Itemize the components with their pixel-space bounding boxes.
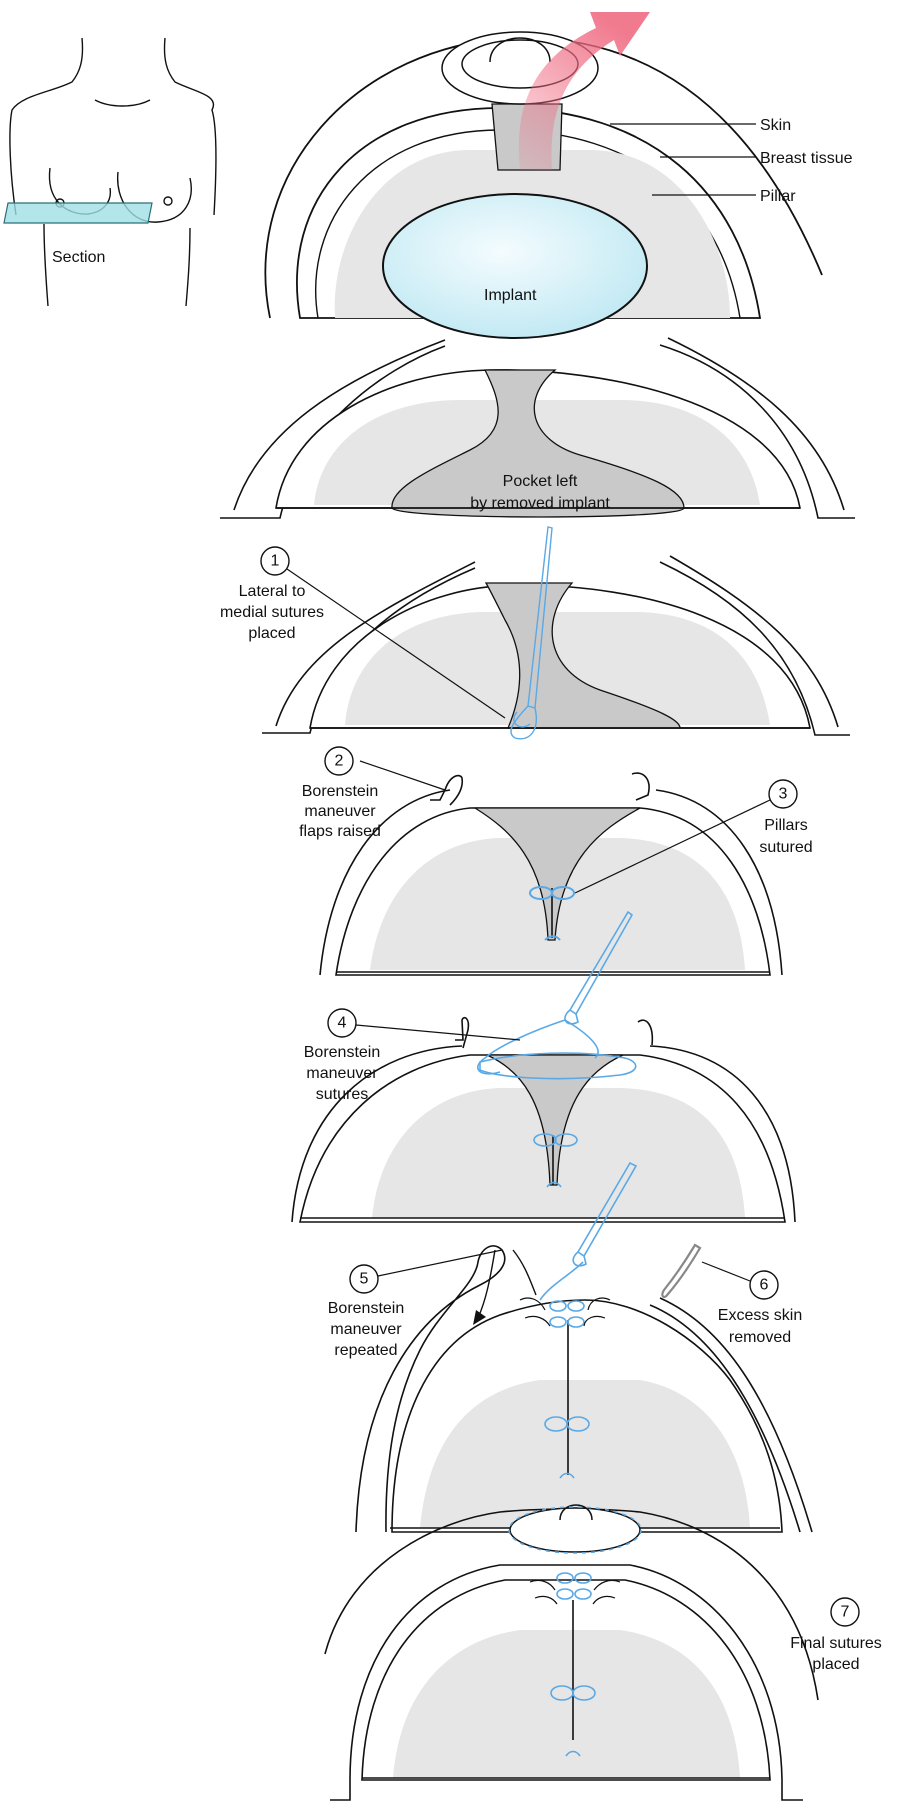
step-2-label-line3: flaps raised — [299, 823, 381, 840]
step-4-number: 4 — [338, 1015, 347, 1032]
label-breast-tissue: Breast tissue — [760, 150, 853, 167]
step-6-badge — [749, 1270, 779, 1300]
panel-step-1: 1 Lateral to medial sutures placed — [220, 526, 850, 740]
step-4-label-line3: sutures — [316, 1086, 368, 1103]
pocket-pillar — [391, 369, 685, 518]
step-1-badge — [260, 546, 290, 576]
torso-illustration — [9, 37, 217, 307]
step-7-badge — [830, 1597, 860, 1627]
borenstein-sutures-4 — [477, 910, 637, 1188]
needle-step-1 — [510, 526, 553, 740]
implant — [382, 193, 648, 339]
step-1-label-line2: medial sutures — [220, 604, 324, 621]
step-5-label-line3: repeated — [334, 1342, 397, 1359]
nipple-areola-final — [509, 1504, 641, 1553]
label-pillar: Pillar — [760, 188, 796, 205]
step-4-badge — [327, 1008, 357, 1038]
panel-step-7: 7 Final sutures placed — [324, 1504, 882, 1801]
step-7-label-line2: placed — [812, 1656, 859, 1673]
step-1-label-line1: Lateral to — [239, 583, 306, 600]
step-3-number: 3 — [779, 786, 788, 803]
step-5-label-line2: maneuver — [330, 1321, 402, 1338]
step-5-label-line1: Borenstein — [328, 1300, 405, 1317]
flaps-pillar — [472, 807, 641, 941]
step-6-label-line2: removed — [729, 1329, 791, 1346]
step-3-badge — [768, 779, 798, 809]
borenstein-sutures-5 — [539, 1161, 638, 1479]
panel-implant-in-place: Skin Breast tissue Pillar Implant — [264, 12, 853, 339]
removal-arrow — [518, 12, 650, 170]
step-2-label-line1: Borenstein — [302, 783, 379, 800]
pocket-label-line1: Pocket left — [503, 473, 578, 490]
step-3-label-line2: sutured — [759, 839, 812, 856]
label-skin: Skin — [760, 117, 791, 134]
pillar-suture-3 — [529, 886, 575, 941]
step-3-label-line1: Pillars — [764, 817, 808, 834]
step-2-number: 2 — [335, 753, 344, 770]
excess-skin-strip — [661, 1243, 702, 1299]
label-implant: Implant — [484, 287, 537, 304]
step-6-label-line1: Excess skin — [718, 1307, 802, 1324]
step-5-badge — [349, 1264, 379, 1294]
pocket-label-line2: by removed implant — [470, 495, 610, 512]
step-7-number: 7 — [841, 1604, 850, 1621]
panel-pocket: Pocket left by removed implant — [220, 337, 855, 519]
panel-steps-2-3: 2 Borenstein maneuver flaps raised 3 Pil… — [299, 746, 813, 976]
step-4-label-line2: maneuver — [306, 1065, 378, 1082]
section-band — [3, 202, 153, 224]
step-2-label-line2: maneuver — [304, 803, 376, 820]
step-7-label-line1: Final sutures — [790, 1635, 882, 1652]
section-label: Section — [52, 249, 105, 266]
step-5-number: 5 — [360, 1271, 369, 1288]
final-sutures — [508, 1506, 642, 1757]
step-1-label-line3: placed — [248, 625, 295, 642]
panel-steps-5-6: 5 Borenstein maneuver repeated 6 Excess … — [328, 1161, 813, 1533]
step-4-label-line1: Borenstein — [304, 1044, 381, 1061]
panel-step-4: 4 Borenstein maneuver sutures — [291, 910, 796, 1223]
step-1-number: 1 — [271, 553, 280, 570]
step-2-badge — [324, 746, 354, 776]
step-6-number: 6 — [760, 1277, 769, 1294]
